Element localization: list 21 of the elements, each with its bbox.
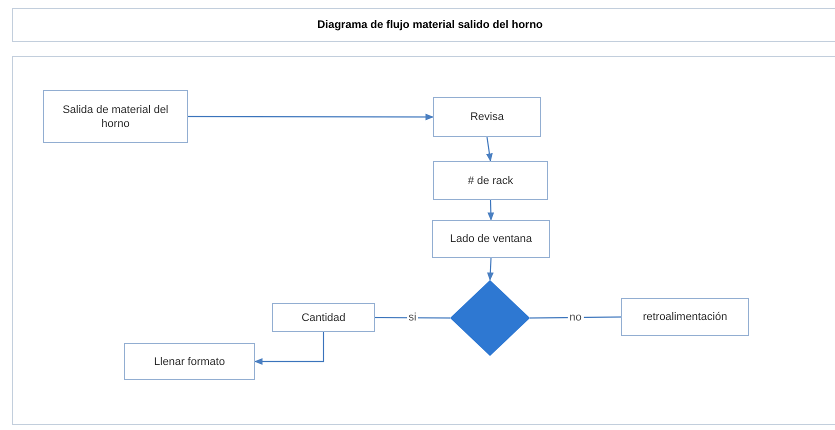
- process-box: [432, 220, 550, 258]
- node-text: Revisa: [470, 110, 504, 124]
- node-text: Cantidad: [301, 310, 346, 324]
- connector-arrow: [188, 114, 434, 120]
- connector-arrow: [486, 136, 493, 162]
- node-text: Llenar formato: [154, 354, 225, 368]
- diagram-title: Diagrama de flujo material salido del horno: [316, 18, 544, 33]
- connector-arrow: [254, 332, 324, 365]
- node-text: Lado de ventana: [450, 232, 532, 246]
- process-box: [124, 343, 255, 380]
- node-text: Salida de material del horno: [62, 102, 170, 130]
- process-box: [43, 90, 188, 143]
- connector-arrow: [486, 258, 494, 281]
- decision-diamond: [450, 280, 530, 356]
- node-text: retroalimentación: [642, 310, 728, 324]
- process-box: [433, 97, 541, 137]
- process-box: [272, 303, 375, 332]
- process-box: [621, 298, 749, 336]
- connector-arrow: [487, 200, 494, 221]
- process-box: [433, 161, 548, 200]
- node-text: # de rack: [468, 174, 514, 188]
